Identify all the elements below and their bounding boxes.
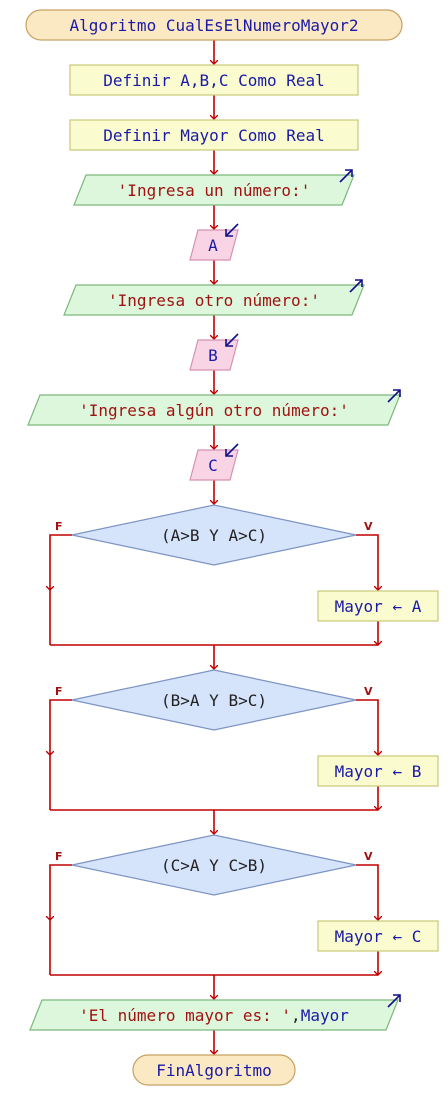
start-terminal: Algoritmo CualEsElNumeroMayor2 (25, 9, 403, 41)
true-label: V (364, 520, 373, 533)
define-abc-block: Definir A,B,C Como Real (69, 64, 359, 96)
assign-mayor-c-label: Mayor ← C (335, 927, 422, 946)
output-prompt-a: 'Ingresa un número:' (73, 169, 355, 206)
start-label: Algoritmo CualEsElNumeroMayor2 (70, 16, 359, 35)
end-terminal: FinAlgoritmo (132, 1054, 296, 1086)
input-a: A (189, 223, 239, 261)
decision-b-greatest: (B>A Y B>C) F V (55, 669, 373, 731)
define-abc-label: Definir A,B,C Como Real (103, 71, 325, 90)
output-arrow-icon (349, 279, 363, 293)
assign-mayor-c: Mayor ← C (317, 920, 439, 952)
false-label: F (55, 685, 63, 698)
assign-mayor-b: Mayor ← B (317, 755, 439, 787)
output-arrow-icon (387, 994, 401, 1008)
assign-mayor-a: Mayor ← A (317, 590, 439, 622)
decision-b-condition: (B>A Y B>C) (161, 691, 267, 710)
false-label: F (55, 850, 63, 863)
output-prompt-c-label: 'Ingresa algún otro número:' (79, 401, 349, 420)
end-label: FinAlgoritmo (156, 1061, 272, 1080)
output-arrow-icon (339, 169, 353, 183)
decision-a-condition: (A>B Y A>C) (161, 526, 267, 545)
true-label: V (364, 850, 373, 863)
input-a-label: A (208, 236, 218, 255)
connectors (50, 40, 378, 1054)
output-arrow-icon (387, 389, 401, 403)
output-prompt-b: 'Ingresa otro número:' (63, 279, 365, 316)
input-arrow-icon (225, 223, 239, 237)
input-arrow-icon (225, 333, 239, 347)
input-b-label: B (208, 346, 218, 365)
output-result-label: 'El número mayor es: ',Mayor (79, 1006, 349, 1025)
output-prompt-a-label: 'Ingresa un número:' (118, 181, 311, 200)
assign-mayor-a-label: Mayor ← A (335, 597, 422, 616)
input-arrow-icon (225, 443, 239, 457)
define-mayor-block: Definir Mayor Como Real (69, 119, 359, 151)
output-prompt-b-label: 'Ingresa otro número:' (108, 291, 320, 310)
true-label: V (364, 685, 373, 698)
decision-c-condition: (C>A Y C>B) (161, 856, 267, 875)
input-c-label: C (208, 456, 218, 475)
define-mayor-label: Definir Mayor Como Real (103, 126, 325, 145)
output-prompt-c: 'Ingresa algún otro número:' (27, 389, 401, 426)
assign-mayor-b-label: Mayor ← B (335, 762, 422, 781)
decision-a-greatest: (A>B Y A>C) F V (55, 504, 373, 566)
input-c: C (189, 443, 239, 481)
decision-c-greatest: (C>A Y C>B) F V (55, 834, 373, 896)
output-result: 'El número mayor es: ',Mayor (29, 994, 401, 1031)
false-label: F (55, 520, 63, 533)
input-b: B (189, 333, 239, 371)
